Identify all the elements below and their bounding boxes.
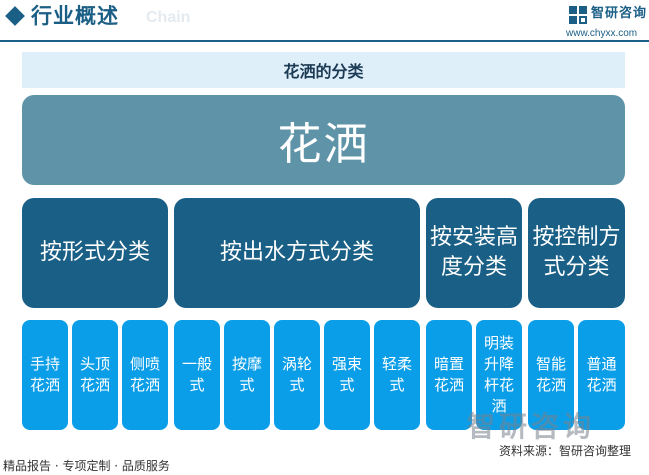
leaf-node: 明装升降杆花洒 xyxy=(476,320,522,430)
root-node: 花洒 xyxy=(22,95,625,185)
header-divider xyxy=(0,40,649,42)
diamond-icon xyxy=(5,6,25,26)
leaf-node: 智能花洒 xyxy=(528,320,574,430)
footer-tagline: 精品报告 · 专项定制 · 品质服务 xyxy=(3,459,170,473)
section-title: 行业概述 xyxy=(31,4,119,28)
source-note: 资料来源：智研咨询整理 xyxy=(499,444,632,458)
category-node-water-mode: 按出水方式分类 xyxy=(174,198,420,308)
leaf-node: 暗置花洒 xyxy=(426,320,472,430)
site-url[interactable]: www.chyxx.com xyxy=(566,28,638,39)
leaf-node: 按摩式 xyxy=(224,320,270,430)
leaf-node: 涡轮式 xyxy=(274,320,320,430)
leaf-node: 普通花洒 xyxy=(578,320,625,430)
leaf-node: 一般式 xyxy=(174,320,220,430)
leaf-node: 手持花洒 xyxy=(22,320,68,430)
category-node-install-height: 按安装高度分类 xyxy=(426,198,522,308)
watermark-logo: 智研咨询 xyxy=(467,410,596,443)
leaf-node: 强束式 xyxy=(324,320,370,430)
category-node-form: 按形式分类 xyxy=(22,198,168,308)
diagram-title: 花洒的分类 xyxy=(22,52,625,88)
leaf-node: 侧喷花洒 xyxy=(122,320,168,430)
brand-logo-icon xyxy=(569,6,587,24)
header-watermark: Chain xyxy=(146,9,191,26)
leaf-node: 头顶花洒 xyxy=(72,320,118,430)
leaf-node: 轻柔式 xyxy=(374,320,420,430)
category-node-control-mode: 按控制方式分类 xyxy=(528,198,625,308)
brand-name: 智研咨询 xyxy=(591,6,648,21)
page-header: 行业概述 Chain 智研咨询 www.chyxx.com xyxy=(0,0,649,44)
